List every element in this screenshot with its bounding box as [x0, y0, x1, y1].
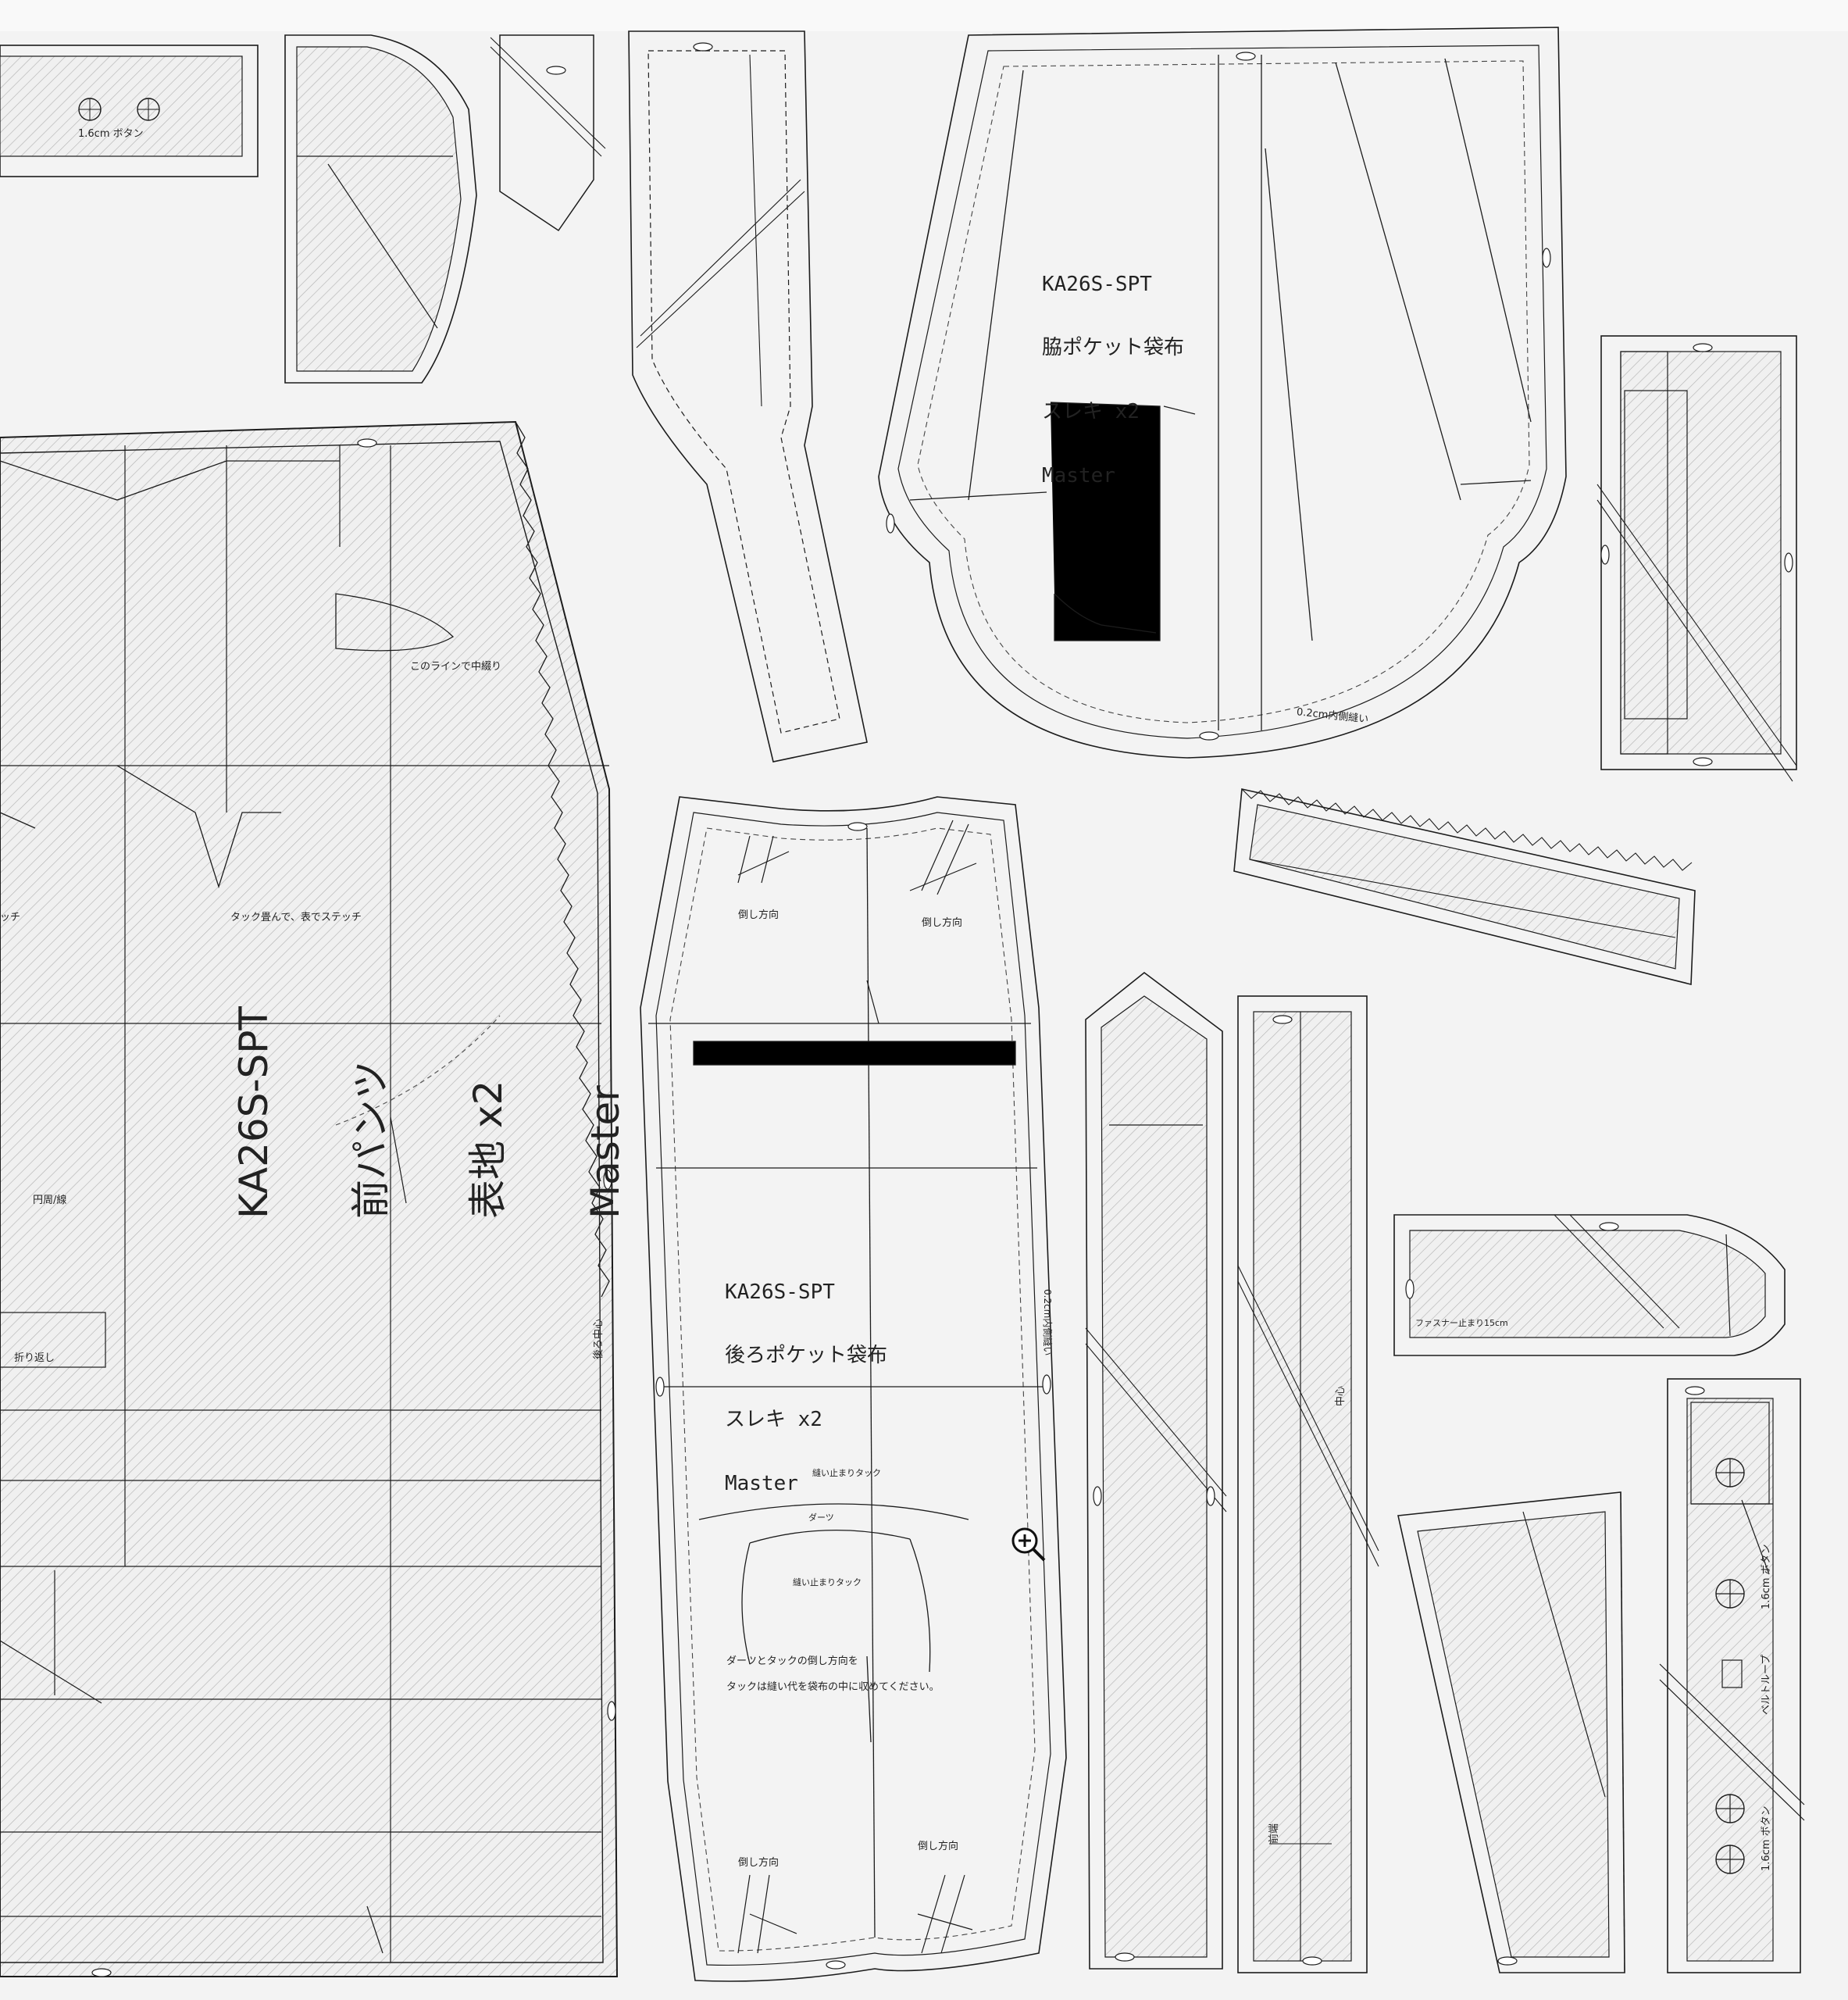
back-pocket-name: 後ろポケット袋布: [725, 1344, 888, 1368]
side-pocket-bag-piece: [878, 27, 1567, 759]
tuck-note: タック畳んで、表でステッチ: [230, 912, 362, 923]
straight-grain-note-4: 倒し方向: [918, 1841, 959, 1852]
belt-loop-note: ベルトループ: [1761, 1654, 1772, 1715]
back-pocket-material: スレキ x2: [725, 1408, 822, 1432]
mid-mark-note: 中心: [1335, 1385, 1347, 1406]
back-pocket-master: Master: [725, 1472, 798, 1496]
back-tuck-note-1: 縫い止まりタック: [812, 1468, 881, 1478]
zipper-facing-piece: [1393, 1214, 1786, 1356]
side-pocket-label: KA26S-SPT 脇ポケット袋布 スレキ x2 Master: [1042, 231, 1184, 509]
stitch-note-left: ッチ: [0, 912, 21, 923]
back-note-1: ダーツとタックの倒し方向を: [726, 1655, 858, 1667]
belt-piece: [1659, 1378, 1805, 1973]
back-darts-note: ダーツ: [808, 1512, 834, 1523]
notch-marks: [91, 42, 1793, 1977]
front-fly-note: 前端: [1268, 1823, 1280, 1844]
back-pocket-label: KA26S-SPT 後ろポケット袋布 スレキ x2 Master: [725, 1239, 887, 1516]
flap-piece: [284, 34, 477, 384]
top-strip-piece: [0, 45, 259, 177]
facing-piece-right: [1596, 335, 1797, 782]
circle-mark-note: 円周/線: [33, 1195, 67, 1206]
straight-grain-note-2: 倒し方向: [922, 917, 963, 929]
top-button-note: 1.6cm ボタン: [78, 128, 144, 140]
front-pants-material: 表地 x2: [466, 1080, 511, 1219]
front-pants-name: 前パンツ: [348, 1060, 394, 1220]
back-width-note: 0.2cm内側縫い: [1042, 1289, 1053, 1356]
straight-grain-note-1: 倒し方向: [738, 909, 780, 921]
straight-grain-note-3: 倒し方向: [738, 1857, 780, 1869]
back-pocket-style: KA26S-SPT: [725, 1280, 835, 1304]
line-note: このラインで中綴り: [410, 661, 502, 673]
back-note-2: タックは縫い代を袋布の中に収めてください。: [726, 1681, 940, 1693]
zipper-note: ファスナー止まり15cm: [1415, 1318, 1508, 1328]
front-pants-label: KA26S-SPT 前パンツ 表地 x2 Master: [156, 1006, 664, 1219]
small-tab-piece: [490, 34, 606, 232]
belt-button-note: 1.6cm ボタン: [1761, 1544, 1772, 1609]
front-pants-piece: [0, 420, 619, 1977]
side-pocket-name: 脇ポケット袋布: [1042, 336, 1185, 360]
front-pants-style: KA26S-SPT: [231, 1006, 276, 1219]
back-tuck-note-2: 縫い止まりタック: [793, 1577, 862, 1588]
side-pocket-master: Master: [1042, 464, 1115, 488]
belt-buttonhole-note: 1.6cm ボタン: [1761, 1805, 1772, 1871]
back-center-note: 後ろ中心: [593, 1318, 605, 1359]
screen-top-edge: [0, 0, 1848, 31]
long-strip-piece-2: [1237, 995, 1379, 1973]
side-pocket-material: スレキ x2: [1042, 400, 1140, 424]
fold-back-note: 折り返し: [14, 1352, 55, 1364]
waistband-piece: [1233, 788, 1696, 986]
side-pocket-style: KA26S-SPT: [1042, 272, 1152, 296]
grainlines: [366, 980, 879, 1954]
fly-piece: [628, 30, 868, 762]
front-pants-master: Master: [583, 1085, 628, 1219]
long-strip-piece-1: [1085, 971, 1227, 1970]
angled-facing-piece: [1397, 1491, 1625, 1973]
back-pocket-bag-piece: [640, 796, 1067, 1982]
zoom-in-cursor-icon[interactable]: [1009, 1525, 1056, 1572]
